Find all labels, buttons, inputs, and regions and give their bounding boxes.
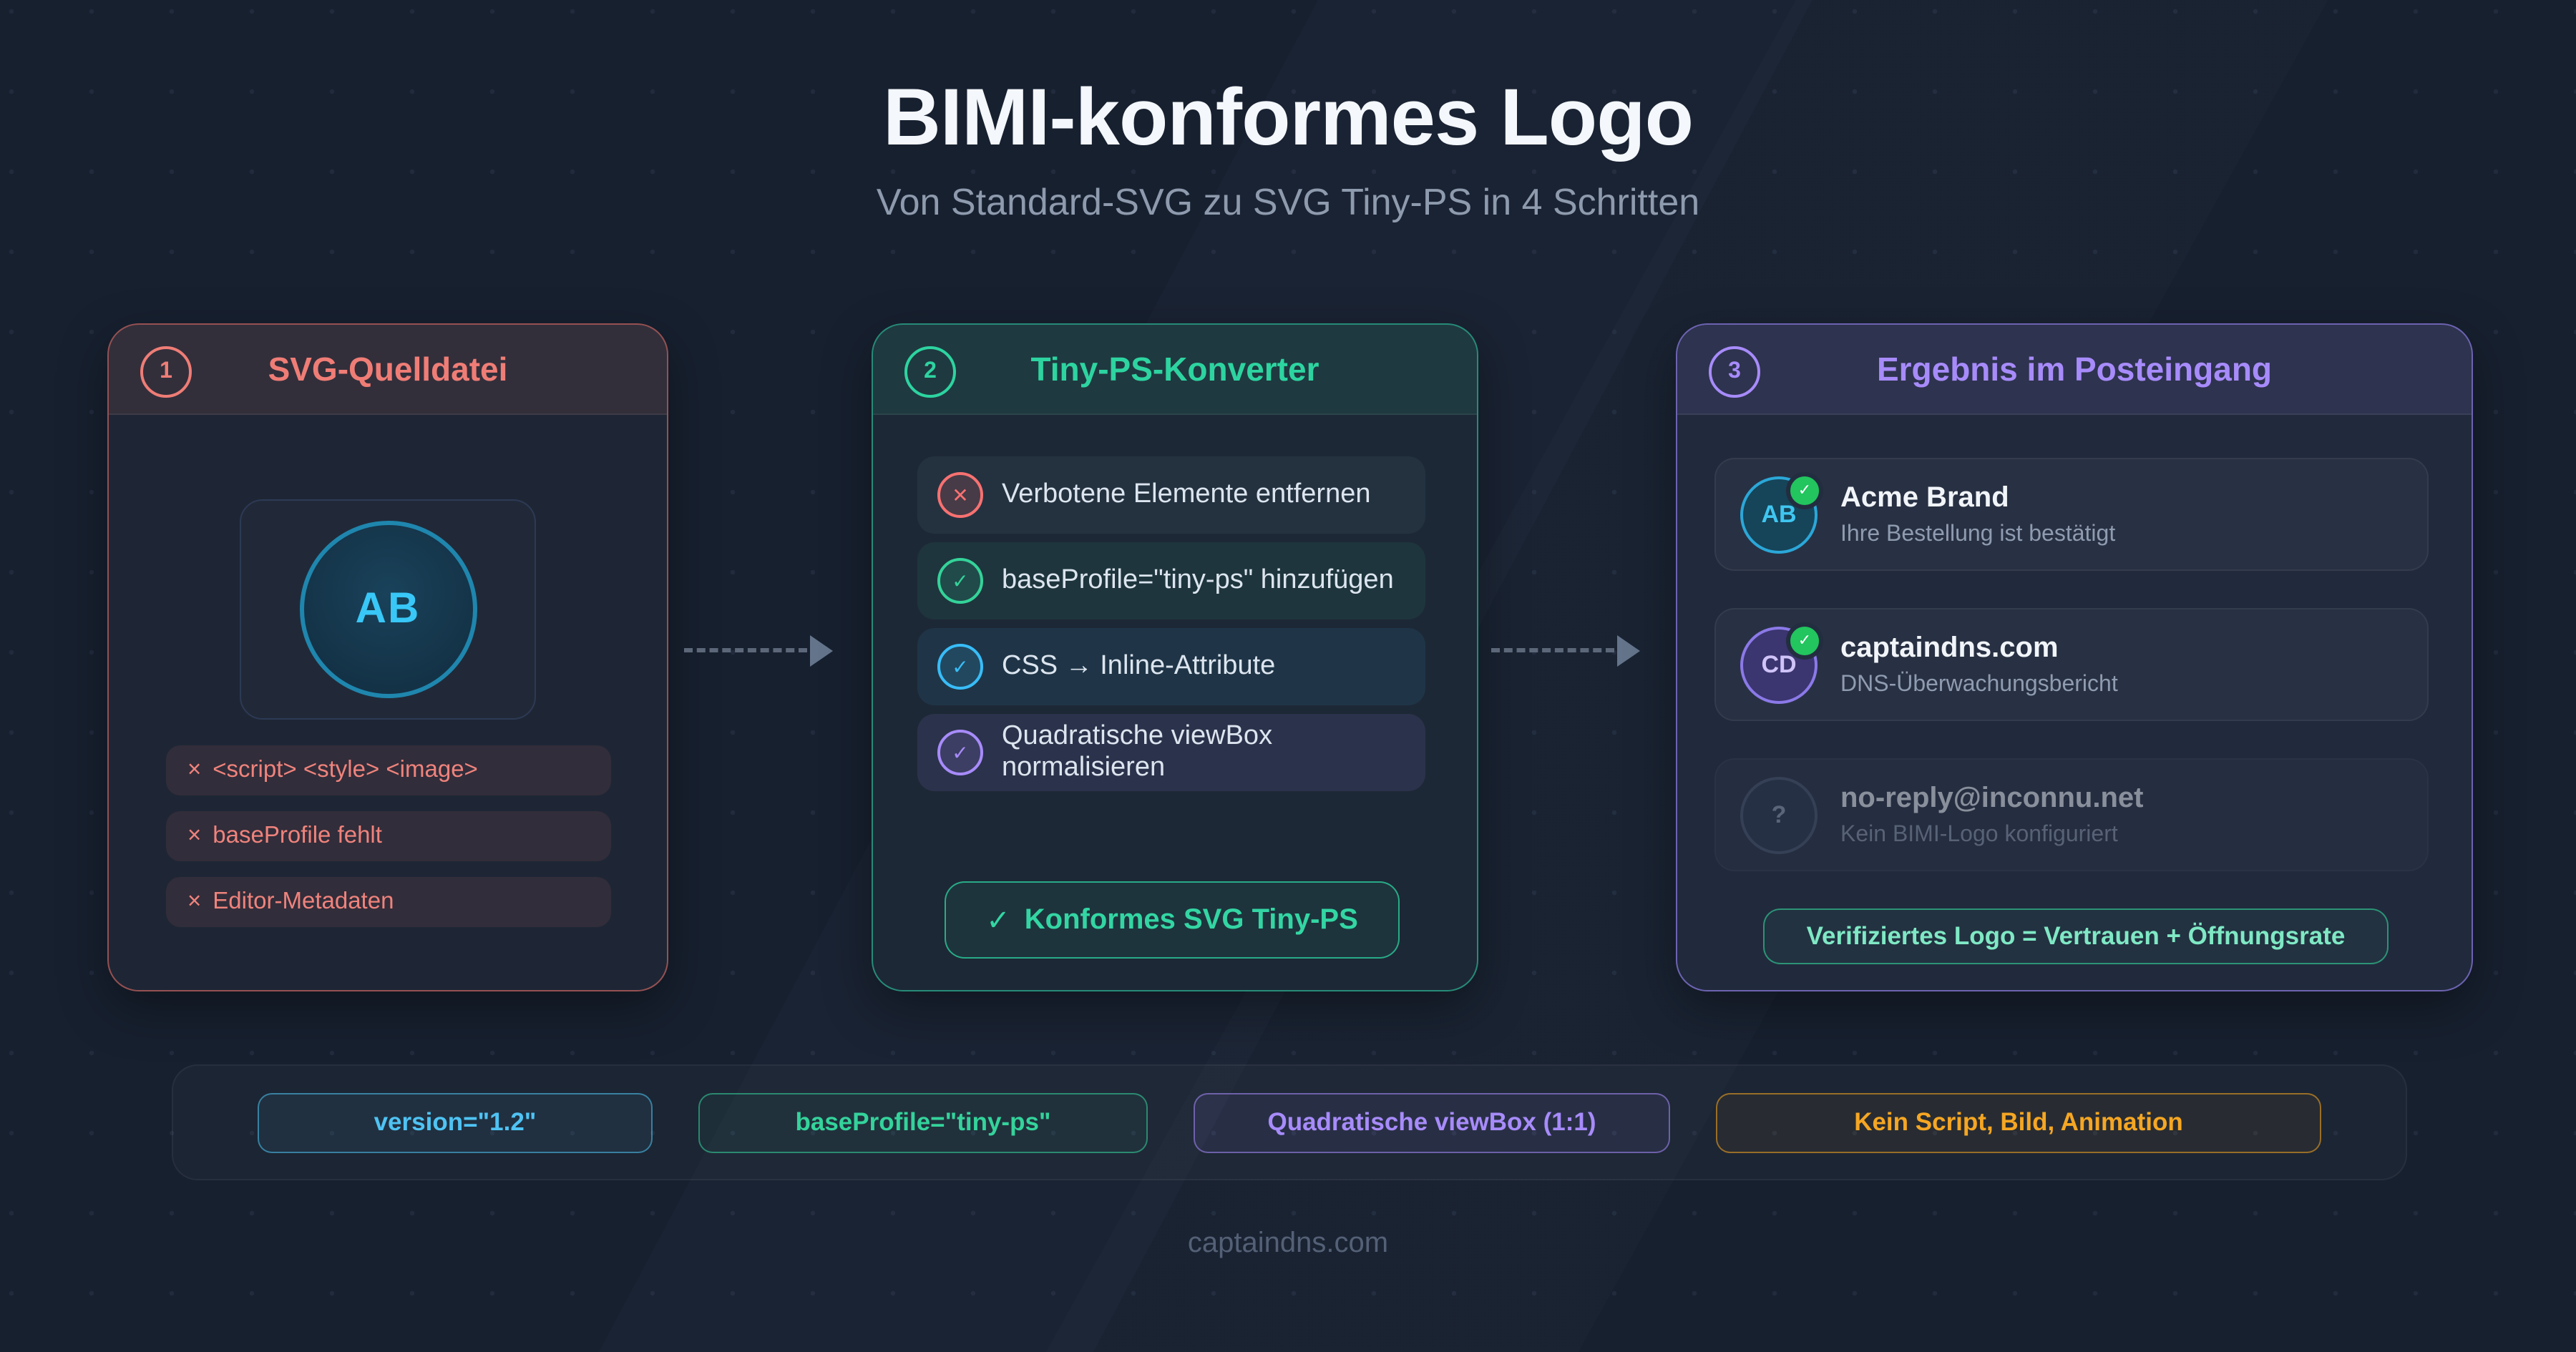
issue-editor-metadata: × Editor-Metadaten [166,877,611,927]
x-mark-icon: × [187,823,202,848]
email-sender: captaindns.com [1840,632,2059,663]
email-subject: Kein BIMI-Logo konfiguriert [1840,822,2118,846]
avatar-initials: AB [1761,500,1797,527]
verified-check-icon: ✓ [1786,471,1823,509]
benefit-pill: Verifiziertes Logo = Vertrauen + Öffnung… [1763,908,2389,964]
email-sender: Acme Brand [1840,481,2009,513]
check-circle-icon: ✓ [937,644,983,690]
arrow-head-icon [1617,635,1640,667]
converter-step-css-inline: ✓ CSS → Inline-Attribute [917,628,1425,705]
check-mark-icon: ✓ [986,905,1010,936]
check-circle-icon: ✓ [937,558,983,604]
spec-badges-bar: version="1.2" baseProfile="tiny-ps" Quad… [172,1064,2407,1180]
page-title: BIMI-konformes Logo [882,72,1694,162]
avatar-initials: ? [1771,800,1787,828]
avatar: ? [1740,776,1818,853]
email-row-no-reply: ? no-reply@inconnu.net Kein BIMI-Logo ko… [1714,758,2429,871]
card-svg-source-title: SVG-Quelldatei [268,351,508,388]
dashed-line [684,648,807,652]
issue-label: Editor-Metadaten [213,888,394,914]
page-subtitle: Von Standard-SVG zu SVG Tiny-PS in 4 Sch… [876,180,1700,223]
brand-logo-circle: AB [299,521,477,698]
step-1-badge: 1 [140,346,192,398]
email-text: no-reply@inconnu.net Kein BIMI-Logo konf… [1840,782,2143,848]
converter-step-label: CSS → Inline-Attribute [1002,651,1276,681]
page-header: BIMI-konformes Logo Von Standard-SVG zu … [0,0,2576,225]
email-text: captaindns.com DNS-Überwachungsbericht [1840,632,2118,697]
avatar: AB ✓ [1740,471,1823,553]
card-svg-source: 1 SVG-Quelldatei AB × <script> <style> <i… [107,323,668,991]
card-tiny-ps-converter: 2 Tiny-PS-Konverter ✕ Verbotene Elemente… [872,323,1478,991]
converter-step-add-baseprofile: ✓ baseProfile="tiny-ps" hinzufügen [917,542,1425,619]
avatar-initials: CD [1761,650,1797,677]
badge-no-script: Kein Script, Bild, Animation [1716,1092,2321,1152]
x-mark-icon: × [187,888,202,914]
converter-step-label: Verbotene Elemente entfernen [1002,479,1371,509]
step-2-badge: 2 [904,346,956,398]
badge-baseprofile: baseProfile="tiny-ps" [698,1092,1148,1152]
issue-label: <script> <style> <image> [213,757,478,783]
conformant-result-pill: ✓ Konformes SVG Tiny-PS [945,881,1400,959]
card-svg-source-header: 1 SVG-Quelldatei [109,325,667,415]
svg-issue-list: × <script> <style> <image> × baseProfile f… [166,745,611,943]
issue-forbidden-elements: × <script> <style> <image> [166,745,611,795]
email-row-acme: AB ✓ Acme Brand Ihre Bestellung ist best… [1714,458,2429,571]
email-subject: Ihre Bestellung ist bestätigt [1840,521,2116,546]
svg-logo-preview-box: AB [240,499,536,720]
badge-version: version="1.2" [258,1092,653,1152]
card-inbox-result: 3 Ergebnis im Posteingang AB ✓ Acme Bran… [1676,323,2473,991]
card-converter-header: 2 Tiny-PS-Konverter [873,325,1477,415]
issue-baseprofile-missing: × baseProfile fehlt [166,811,611,861]
step-3-badge: 3 [1709,346,1760,398]
email-text: Acme Brand Ihre Bestellung ist bestätigt [1840,481,2115,547]
dashed-line [1491,648,1614,652]
conformant-result-label: Konformes SVG Tiny-PS [1024,903,1358,935]
verified-check-icon: ✓ [1786,622,1823,659]
check-circle-icon: ✓ [937,730,983,775]
issue-label: baseProfile fehlt [213,823,382,848]
arrow-head-icon [810,635,833,667]
badge-viewbox: Quadratische viewBox (1:1) [1194,1092,1670,1152]
converter-step-remove-elements: ✕ Verbotene Elemente entfernen [917,456,1425,534]
email-sender: no-reply@inconnu.net [1840,782,2144,813]
card-inbox-header: 3 Ergebnis im Posteingang [1677,325,2472,415]
email-subject: DNS-Überwachungsbericht [1840,672,2118,696]
converter-step-label: Quadratische viewBox normalisieren [1002,721,1273,783]
email-list: AB ✓ Acme Brand Ihre Bestellung ist best… [1714,458,2429,908]
card-inbox-title: Ergebnis im Posteingang [1876,351,2273,388]
email-row-captaindns: CD ✓ captaindns.com DNS-Überwachungsberi… [1714,608,2429,721]
converter-step-label: baseProfile="tiny-ps" hinzufügen [1002,565,1394,595]
converter-step-viewbox: ✓ Quadratische viewBox normalisieren [917,714,1425,791]
card-converter-title: Tiny-PS-Konverter [1030,351,1319,388]
x-circle-icon: ✕ [937,472,983,518]
converter-step-list: ✕ Verbotene Elemente entfernen ✓ basePro… [917,456,1425,800]
x-mark-icon: × [187,757,202,783]
footer-brand: captaindns.com [1187,1228,1389,1259]
avatar: CD ✓ [1740,622,1823,703]
